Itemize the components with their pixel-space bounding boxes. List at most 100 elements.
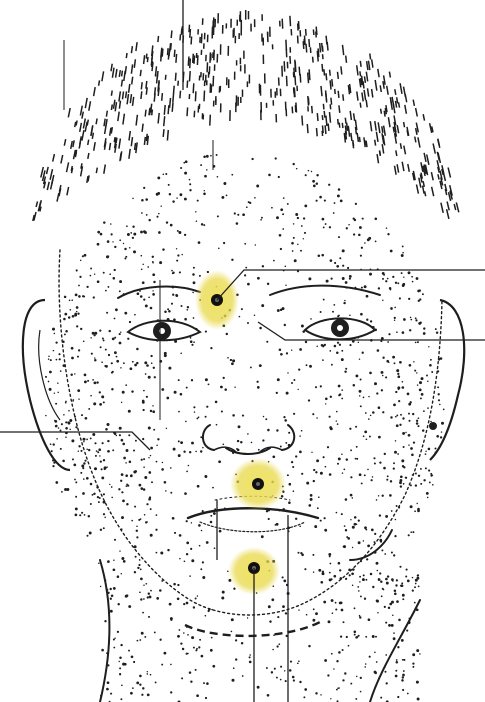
stipple-dot <box>179 534 182 537</box>
stipple-dot <box>334 262 336 264</box>
stipple-dot <box>329 563 331 565</box>
stipple-dot <box>119 239 121 241</box>
stipple-dot <box>365 412 367 414</box>
stipple-dot <box>334 202 336 204</box>
hair-stroke <box>423 114 424 120</box>
stipple-dot <box>99 329 101 331</box>
stipple-dot <box>237 214 239 216</box>
stipple-dot <box>128 605 131 608</box>
stipple-dot <box>333 212 335 214</box>
hair-stroke <box>111 91 112 96</box>
hair-stroke <box>204 91 205 102</box>
stipple-dot <box>140 598 142 600</box>
stipple-dot <box>107 423 110 426</box>
stipple-dot <box>374 671 377 674</box>
hair-stroke <box>141 91 142 99</box>
stipple-dot <box>345 368 347 370</box>
stipple-dot <box>170 467 172 469</box>
stipple-dot <box>78 349 80 351</box>
stipple-dot <box>195 669 197 671</box>
stipple-dot <box>101 649 104 652</box>
hair-stroke <box>341 66 342 74</box>
stipple-dot <box>182 648 184 650</box>
hair-stroke <box>119 101 120 109</box>
stipple-dot <box>76 311 77 312</box>
stipple-dot <box>292 250 294 252</box>
stipple-dot <box>412 577 413 578</box>
stipple-dot <box>59 358 61 360</box>
stipple-dot <box>118 488 120 490</box>
stipple-dot <box>94 357 95 358</box>
stipple-dot <box>134 506 136 508</box>
stipple-dot <box>114 318 116 320</box>
stipple-dot <box>154 631 156 633</box>
stipple-dot <box>196 417 198 419</box>
stipple-dot <box>268 174 271 177</box>
hair-stroke <box>323 104 324 110</box>
stipple-dot <box>126 485 128 487</box>
stipple-dot <box>338 562 341 565</box>
stipple-dot <box>121 473 124 476</box>
stipple-dot <box>418 322 421 325</box>
stipple-dot <box>148 219 150 221</box>
stipple-dot <box>84 380 87 383</box>
stipple-dot <box>388 333 390 335</box>
hair-stroke <box>174 50 175 57</box>
stipple-dot <box>305 174 307 176</box>
stipple-dot <box>114 539 116 541</box>
stipple-dot <box>142 401 145 404</box>
stipple-dot <box>48 355 50 357</box>
hair-stroke <box>144 137 145 145</box>
stipple-dot <box>310 318 312 320</box>
stipple-dot <box>324 659 327 662</box>
hair-stroke <box>47 182 49 190</box>
stipple-dot <box>186 653 188 655</box>
stipple-dot <box>345 281 348 284</box>
stipple-dot <box>169 603 172 606</box>
stipple-dot <box>244 274 246 276</box>
right-eyebrow <box>270 286 380 295</box>
stipple-dot <box>298 552 300 554</box>
stipple-dot <box>145 198 148 201</box>
stipple-dot <box>279 234 282 237</box>
stipple-dot <box>158 213 160 215</box>
stipple-dot <box>276 645 278 647</box>
stipple-dot <box>153 281 155 283</box>
stipple-dot <box>77 356 79 358</box>
stipple-dot <box>212 665 215 668</box>
stipple-dot <box>108 330 110 332</box>
stipple-dot <box>305 341 307 343</box>
stipple-dot <box>365 529 367 531</box>
stipple-dot <box>381 549 383 551</box>
hair-stroke <box>360 103 361 108</box>
stipple-dot <box>419 653 420 654</box>
stipple-dot <box>415 484 417 486</box>
hair-stroke <box>421 162 423 172</box>
stipple-dot <box>289 483 292 486</box>
stipple-dot <box>117 575 120 578</box>
stipple-dot <box>64 296 67 299</box>
stipple-dot <box>53 350 55 352</box>
stipple-dot <box>341 609 344 612</box>
hair-stroke <box>119 139 121 149</box>
stipple-dot <box>337 463 339 465</box>
stipple-dot <box>332 612 334 614</box>
stipple-dot <box>151 362 153 364</box>
stipple-dot <box>111 497 113 499</box>
stipple-dot <box>395 416 397 418</box>
hair-stroke <box>372 89 373 98</box>
stipple-dot <box>402 284 405 287</box>
stipple-dot <box>222 443 224 445</box>
hair-stroke <box>416 108 418 117</box>
stipple-dot <box>431 371 433 373</box>
stipple-dot <box>192 273 195 276</box>
hair-stroke <box>382 144 384 153</box>
stipple-dot <box>419 381 422 384</box>
hair-stroke <box>345 118 346 124</box>
stipple-dot <box>416 277 419 280</box>
stipple-dot <box>121 684 123 686</box>
hair-stroke <box>171 30 172 38</box>
stipple-dot <box>140 231 143 234</box>
stipple-dot <box>412 653 415 656</box>
